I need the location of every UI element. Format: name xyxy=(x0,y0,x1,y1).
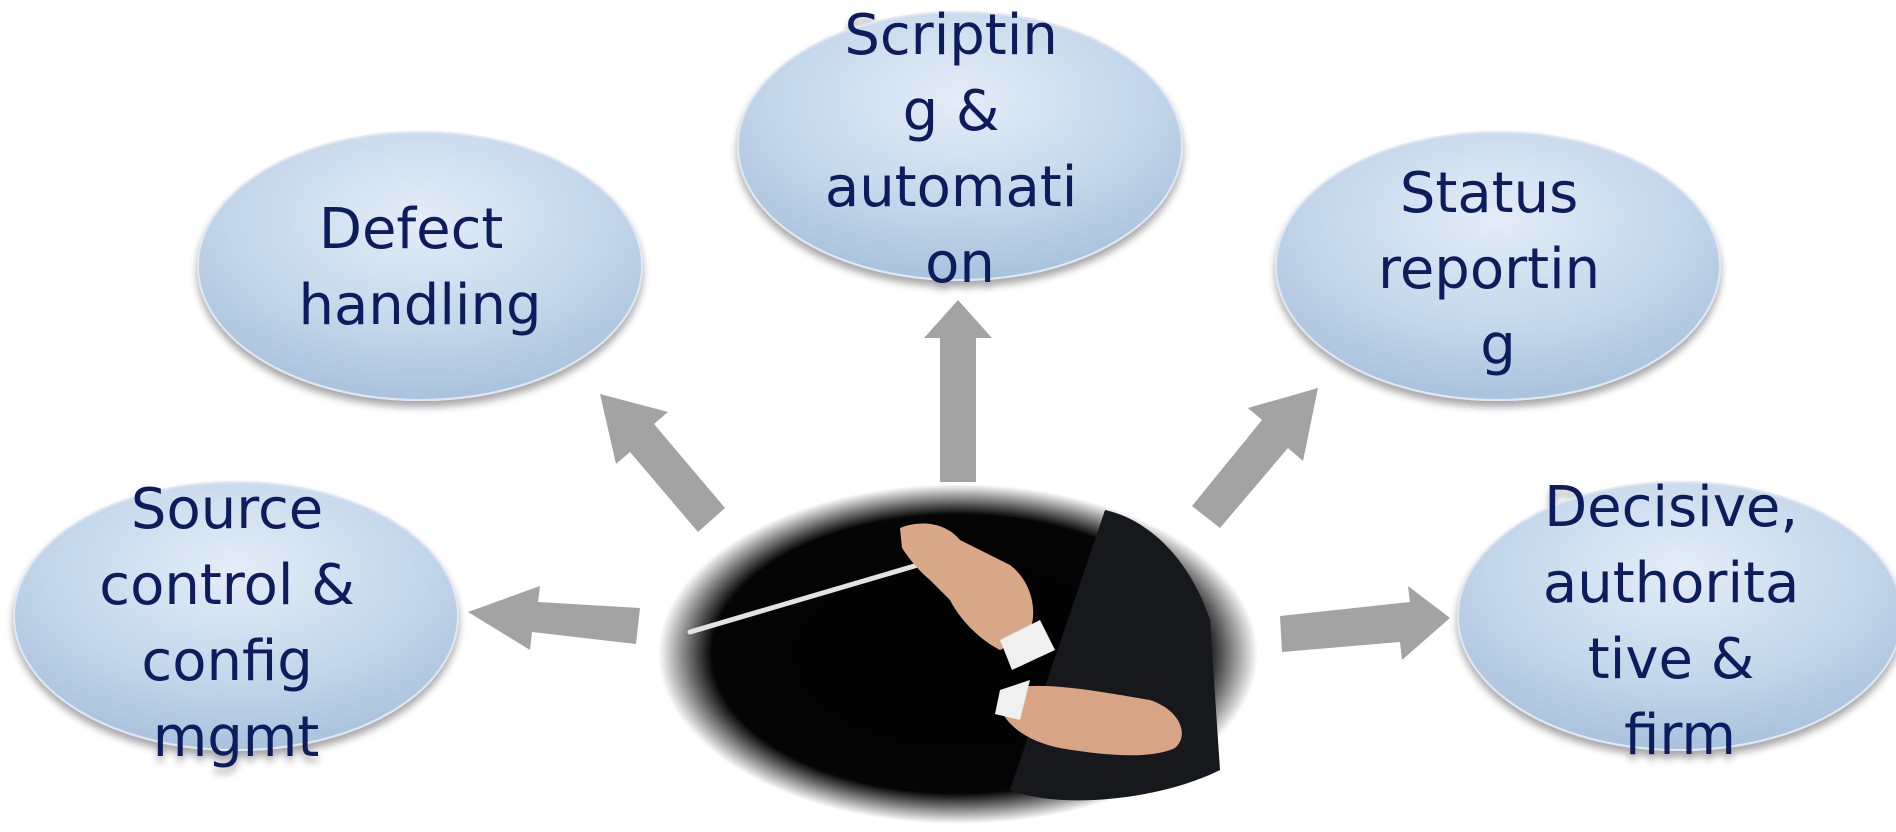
node-scripting-automation-label: Scriptin g & automati on xyxy=(825,3,1095,296)
arrow-to-status-reporting xyxy=(1192,388,1318,528)
conductor-image xyxy=(658,484,1258,824)
node-decisive: Decisive, authorita tive & firm xyxy=(1457,475,1896,768)
arrow-to-scripting-automation xyxy=(924,300,992,482)
node-source-control-label: Source control & config mgmt xyxy=(99,477,372,770)
node-source-control: Source control & config mgmt xyxy=(13,477,459,770)
arrows xyxy=(468,300,1450,660)
arrow-to-decisive xyxy=(1280,586,1450,660)
node-decisive-label: Decisive, authorita tive & firm xyxy=(1543,475,1817,768)
conductor-hand-icon xyxy=(900,523,1034,650)
node-status-reporting-label: Status reportin g xyxy=(1378,161,1618,378)
node-scripting-automation: Scriptin g & automati on xyxy=(737,3,1183,296)
arrow-to-defect-handling xyxy=(600,394,725,532)
node-defect-handling-label: Defect handling xyxy=(298,197,541,338)
node-defect-handling: Defect handling xyxy=(197,131,643,401)
node-status-reporting: Status reportin g xyxy=(1275,131,1721,401)
arrow-to-source-control xyxy=(468,586,640,650)
conductor-open-hand-icon xyxy=(1000,685,1182,756)
